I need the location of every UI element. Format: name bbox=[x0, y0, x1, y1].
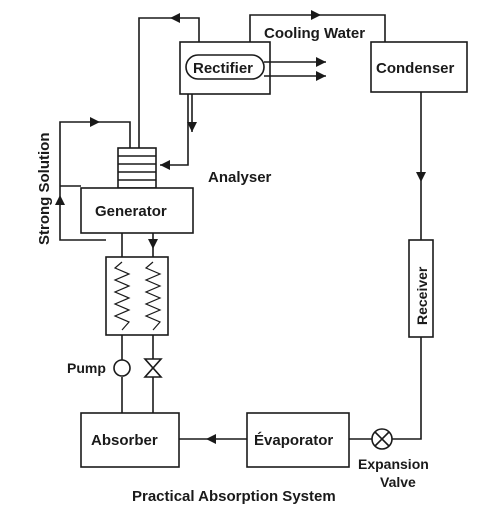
analyser-box bbox=[117, 147, 157, 189]
condenser-box bbox=[370, 41, 468, 93]
analyser-trays bbox=[118, 155, 156, 181]
analyser-label: Analyser bbox=[208, 169, 272, 186]
rectifier-label: Rectifier bbox=[193, 60, 253, 77]
rectifier-tube bbox=[185, 54, 265, 80]
pump-label: Pump bbox=[67, 360, 106, 376]
absorber-box bbox=[80, 412, 180, 468]
evaporator-box bbox=[246, 412, 350, 468]
evaporator-label: Évaporator bbox=[254, 432, 333, 449]
exchanger-coil-right bbox=[144, 261, 162, 331]
exchanger-coil-left bbox=[113, 261, 131, 331]
expansion-valve-icon bbox=[371, 428, 393, 450]
expansion-valve-label-line2: Valve bbox=[380, 474, 416, 490]
throttle-valve-icon bbox=[143, 358, 163, 378]
strong-solution-label: Strong Solution bbox=[36, 133, 53, 245]
diagram-caption: Practical Absorption System bbox=[132, 488, 336, 505]
cooling-water-label: Cooling Water bbox=[264, 25, 365, 42]
condenser-label: Condenser bbox=[376, 60, 455, 77]
generator-box bbox=[80, 187, 194, 234]
absorber-label: Absorber bbox=[91, 432, 158, 449]
receiver-label: Receiver bbox=[414, 266, 430, 325]
pump-icon bbox=[113, 359, 131, 377]
heat-exchanger-box bbox=[105, 256, 169, 336]
receiver-box bbox=[408, 239, 434, 338]
flow-arrows bbox=[55, 10, 426, 444]
generator-label: Generator bbox=[95, 203, 167, 220]
expansion-valve-label-line1: Expansion bbox=[358, 456, 429, 472]
